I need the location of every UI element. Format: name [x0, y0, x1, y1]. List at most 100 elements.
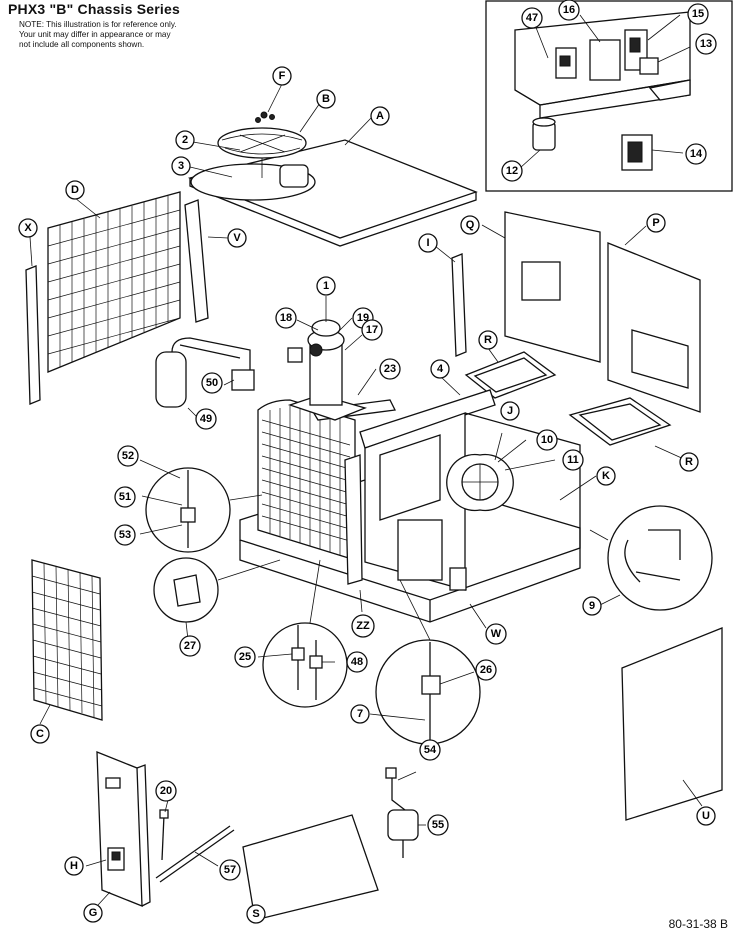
diagram-title: PHX3 "B" Chassis Series: [8, 1, 180, 17]
svg-text:19: 19: [357, 312, 369, 324]
callout-27[interactable]: 27: [179, 635, 201, 657]
side-grille-d: [47, 191, 181, 373]
svg-text:B: B: [322, 93, 330, 105]
svg-text:Q: Q: [466, 219, 475, 231]
callout-C[interactable]: C: [30, 724, 50, 744]
callout-U[interactable]: U: [696, 806, 716, 826]
callout-16[interactable]: 16: [558, 0, 580, 21]
callout-13[interactable]: 13: [695, 33, 717, 55]
callout-25[interactable]: 25: [234, 646, 256, 668]
svg-text:X: X: [24, 222, 32, 234]
svg-text:50: 50: [206, 377, 218, 389]
callout-D[interactable]: D: [65, 180, 85, 200]
callout-R-lower[interactable]: R: [679, 452, 699, 472]
callout-11[interactable]: 11: [562, 449, 584, 471]
callout-7[interactable]: 7: [350, 704, 370, 724]
callout-55[interactable]: 55: [427, 814, 449, 836]
svg-text:27: 27: [184, 640, 196, 652]
svg-text:51: 51: [119, 491, 131, 503]
diagram-note: NOTE: This illustration is for reference…: [19, 20, 177, 49]
svg-text:U: U: [702, 810, 710, 822]
callout-10[interactable]: 10: [536, 429, 558, 451]
svg-text:20: 20: [160, 785, 172, 797]
callout-17[interactable]: 17: [361, 319, 383, 341]
svg-text:F: F: [279, 70, 286, 82]
callout-23[interactable]: 23: [379, 358, 401, 380]
callout-W[interactable]: W: [485, 623, 507, 645]
svg-text:13: 13: [700, 38, 712, 50]
callout-A[interactable]: A: [370, 106, 390, 126]
callout-Q[interactable]: Q: [460, 215, 480, 235]
callout-S[interactable]: S: [246, 904, 266, 924]
detail-circle-27: [153, 557, 281, 641]
detail-circle-26-7: [369, 579, 481, 745]
svg-text:12: 12: [506, 165, 518, 177]
svg-text:K: K: [602, 470, 610, 482]
svg-text:25: 25: [239, 651, 251, 663]
callout-18[interactable]: 18: [275, 307, 297, 329]
callout-P[interactable]: P: [646, 213, 666, 233]
svg-text:9: 9: [589, 600, 595, 612]
callout-H[interactable]: H: [64, 856, 84, 876]
svg-text:2: 2: [182, 134, 188, 146]
compressor: [287, 296, 367, 421]
callout-G[interactable]: G: [83, 903, 103, 923]
callout-X[interactable]: X: [18, 218, 38, 238]
callout-54[interactable]: 54: [419, 739, 441, 761]
callout-ZZ[interactable]: ZZ: [351, 614, 375, 638]
rods: [155, 799, 235, 883]
callout-53[interactable]: 53: [114, 524, 136, 546]
svg-text:16: 16: [563, 4, 575, 16]
callout-49[interactable]: 49: [195, 408, 217, 430]
callout-9[interactable]: 9: [582, 596, 602, 616]
svg-text:54: 54: [424, 744, 437, 756]
svg-text:D: D: [71, 184, 79, 196]
callout-R-upper[interactable]: R: [478, 330, 498, 350]
callout-51[interactable]: 51: [114, 486, 136, 508]
detail-valve-circle: [139, 459, 263, 553]
callout-1[interactable]: 1: [316, 276, 336, 296]
callout-12[interactable]: 12: [501, 160, 523, 182]
callout-J[interactable]: J: [500, 401, 520, 421]
svg-text:10: 10: [541, 434, 553, 446]
detail-circle-25-48: [257, 559, 348, 708]
main-chassis: [239, 368, 597, 629]
callout-2[interactable]: 2: [175, 130, 195, 150]
svg-text:1: 1: [323, 280, 329, 292]
accumulator: [155, 337, 255, 419]
top-cover-assembly: [187, 83, 478, 247]
callout-V[interactable]: V: [227, 228, 247, 248]
callout-I[interactable]: I: [418, 233, 438, 253]
callout-57[interactable]: 57: [219, 859, 241, 881]
callout-4[interactable]: 4: [430, 359, 450, 379]
svg-text:57: 57: [224, 864, 236, 876]
callout-14[interactable]: 14: [685, 143, 707, 165]
svg-text:4: 4: [437, 363, 444, 375]
svg-text:C: C: [36, 728, 44, 740]
callout-3[interactable]: 3: [171, 156, 191, 176]
detail-circle-9: [589, 505, 713, 611]
svg-text:26: 26: [480, 664, 492, 676]
callout-48[interactable]: 48: [346, 651, 368, 673]
svg-text:55: 55: [432, 819, 444, 831]
svg-text:18: 18: [280, 312, 292, 324]
access-panel-g: [85, 751, 151, 907]
svg-text:R: R: [484, 334, 492, 346]
callout-F[interactable]: F: [272, 66, 292, 86]
callout-B[interactable]: B: [316, 89, 336, 109]
diagram-code: 80-31-38 B: [668, 917, 728, 931]
callout-52[interactable]: 52: [117, 445, 139, 467]
svg-text:H: H: [70, 860, 78, 872]
callout-50[interactable]: 50: [201, 372, 223, 394]
svg-text:V: V: [233, 232, 241, 244]
front-grille-c: [31, 559, 103, 725]
callout-K[interactable]: K: [596, 466, 616, 486]
callout-15[interactable]: 15: [687, 3, 709, 25]
svg-text:17: 17: [366, 324, 378, 336]
callout-47[interactable]: 47: [521, 7, 543, 29]
control-box-inset: [485, 0, 733, 192]
callout-20[interactable]: 20: [155, 780, 177, 802]
callout-26[interactable]: 26: [475, 659, 497, 681]
svg-text:47: 47: [526, 12, 538, 24]
